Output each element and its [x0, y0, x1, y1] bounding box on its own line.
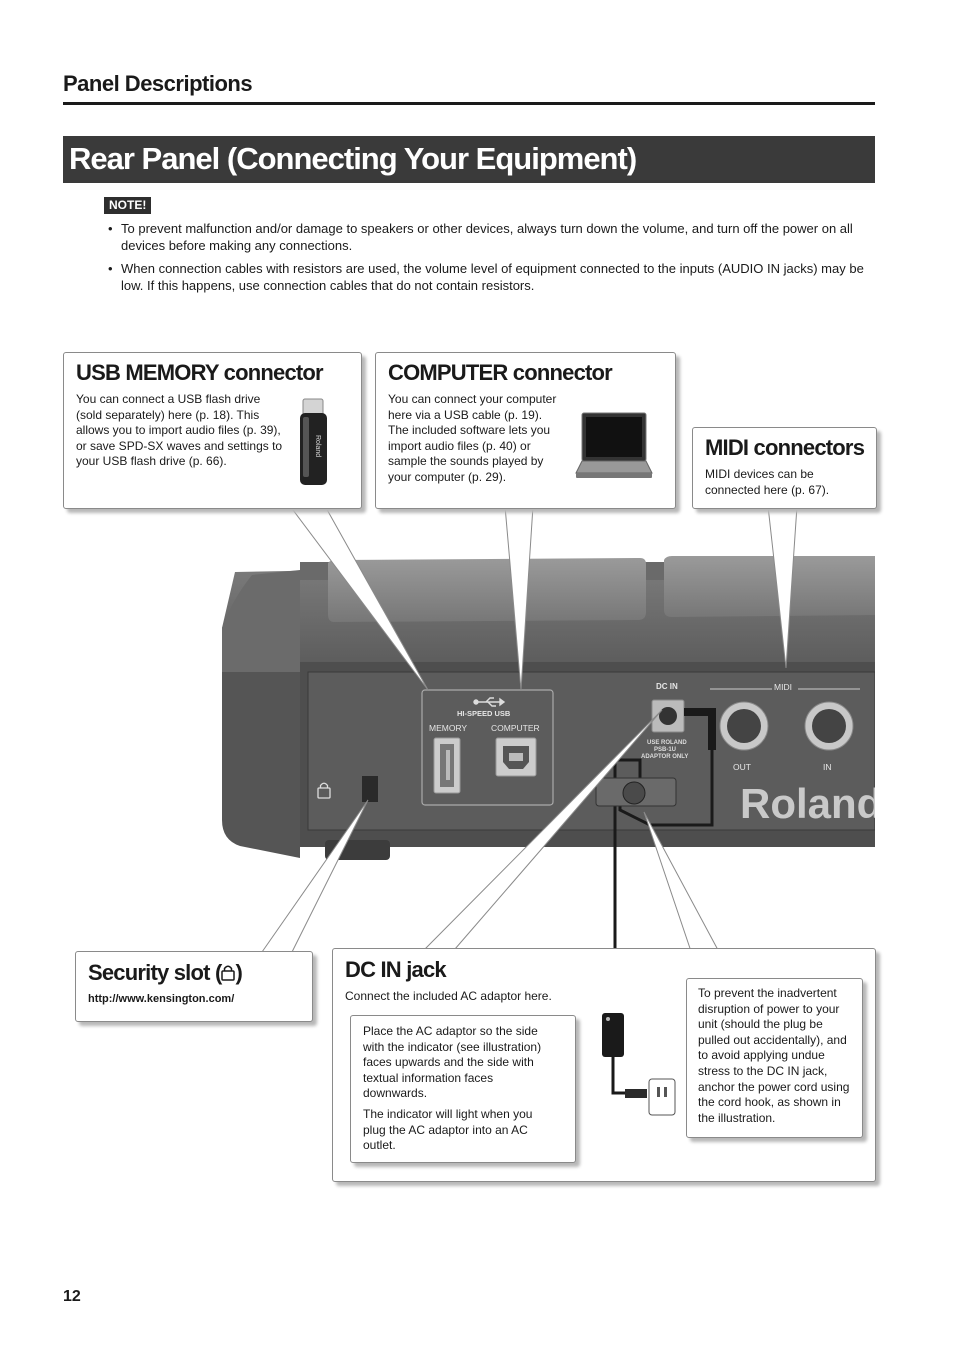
usb-a-port [433, 737, 461, 794]
note-badge: NOTE! [104, 197, 152, 214]
midi-pointer [767, 505, 798, 669]
kensington-lock-icon [221, 965, 236, 981]
page-title-bar: Rear Panel (Connecting Your Equipment) [63, 136, 875, 183]
lock-icon-on-panel [317, 782, 331, 799]
roland-logo: Roland [740, 780, 882, 827]
computer-label: COMPUTER [491, 723, 540, 733]
section-title: Panel Descriptions [63, 71, 253, 96]
ac-adaptor-note: Place the AC adaptor so the side with th… [350, 1015, 576, 1163]
svg-text:ADAPTOR ONLY: ADAPTOR ONLY [641, 754, 688, 760]
usb-port-area [421, 689, 554, 806]
svg-text:Roland: Roland [314, 435, 321, 457]
svg-text:PSB-1U: PSB-1U [654, 747, 676, 753]
ac-adaptor-body [602, 1013, 624, 1057]
security-title: Security slot () [88, 960, 243, 985]
page-title: Rear Panel (Connecting Your Equipment) [69, 141, 637, 176]
usb-hispeed-label: HI-SPEED USB [457, 709, 511, 718]
device-left-side [222, 628, 300, 858]
midi-body: MIDI devices can be connected here (p. 6… [705, 467, 830, 497]
usb-memory-title: USB MEMORY connector [76, 360, 324, 385]
security-slot [362, 776, 378, 802]
midi-title: MIDI connectors [705, 435, 865, 460]
ac-adaptor-note-2: The indicator will light when you plug t… [363, 1107, 533, 1153]
pad-left [328, 558, 646, 622]
computer-title: COMPUTER connector [388, 360, 613, 385]
usb-memory-callout: USB MEMORY connector You can connect a U… [63, 352, 362, 509]
midi-in-port [804, 701, 854, 751]
ac-adaptor-illustration [602, 1013, 676, 1116]
cord-hook-body: To prevent the inadvertent disruption of… [698, 986, 850, 1125]
security-pointer [261, 799, 369, 953]
adaptor-indicator [606, 1017, 610, 1021]
page-number: 12 [63, 1288, 81, 1305]
ac-adaptor-note-1: Place the AC adaptor so the side with th… [363, 1024, 542, 1101]
computer-pointer [504, 505, 534, 691]
memory-label: MEMORY [429, 723, 467, 733]
computer-callout: COMPUTER connector You can connect your … [375, 352, 676, 509]
usb-flash-drive-icon: Roland [300, 398, 327, 485]
usb-trident-icon [473, 697, 506, 707]
kensington-link[interactable]: http://www.kensington.com/ [88, 993, 235, 1005]
midi-out-label: OUT [733, 762, 751, 772]
midi-out-port [719, 701, 769, 751]
dc-in-body: Connect the included AC adaptor here. [345, 989, 552, 1003]
pad-right [664, 556, 875, 617]
computer-body: You can connect your computer here via a… [388, 392, 557, 484]
svg-text:USE ROLAND: USE ROLAND [647, 740, 687, 746]
cord-hook-callout: To prevent the inadvertent disruption of… [686, 978, 863, 1138]
usb-memory-pointer [289, 505, 429, 691]
midi-label: MIDI [774, 682, 792, 692]
ac-outlet [648, 1078, 676, 1116]
dc-plug-cable [684, 708, 716, 750]
midi-callout: MIDI connectors MIDI devices can be conn… [692, 427, 877, 509]
laptop-icon [575, 412, 653, 478]
cord-hook-pointer [643, 811, 734, 979]
midi-in-label: IN [823, 762, 832, 772]
dc-in-pointer [424, 709, 663, 950]
security-slot-callout: Security slot () http://www.kensington.c… [75, 951, 313, 1022]
usb-memory-body: You can connect a USB flash drive (sold … [76, 392, 283, 469]
section-header: Panel Descriptions [63, 68, 875, 105]
dc-in-title: DC IN jack [345, 957, 447, 982]
dc-in-panel-label: DC IN [656, 682, 678, 691]
usb-b-port [495, 737, 537, 777]
